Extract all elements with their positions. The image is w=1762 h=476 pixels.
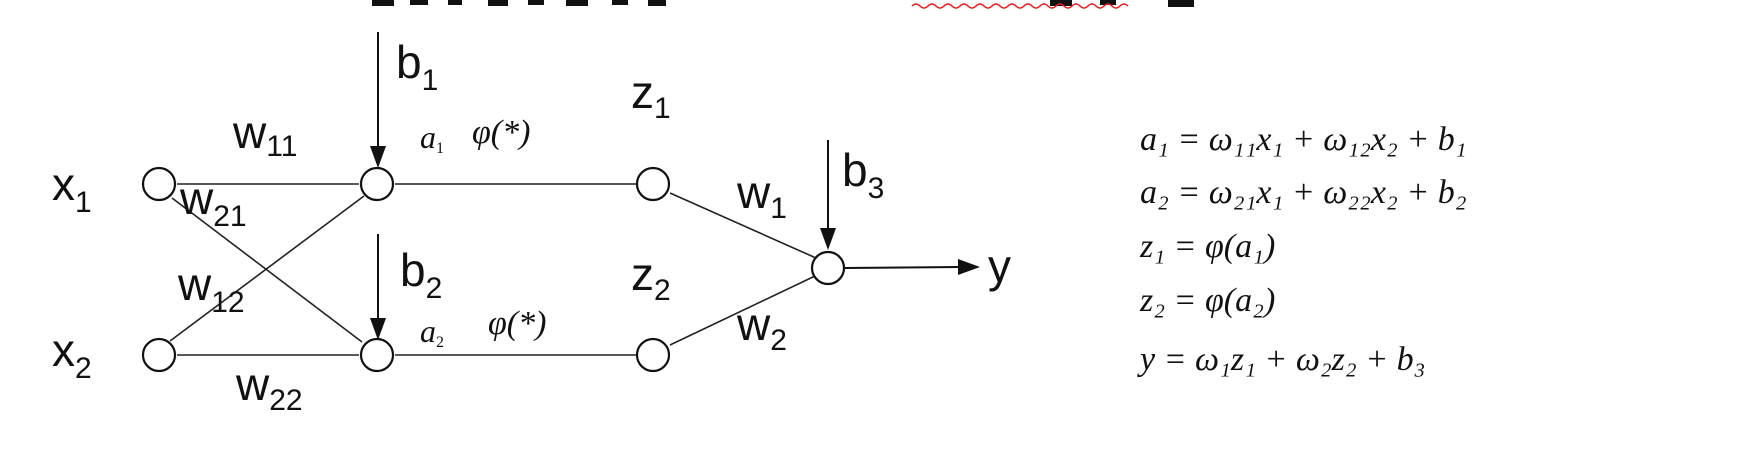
label-b1: b1 bbox=[396, 36, 438, 97]
label-z2: z2 bbox=[631, 248, 671, 307]
label-w11: w11 bbox=[232, 106, 297, 163]
cropped-title-fragment bbox=[372, 0, 1194, 9]
edge-x1-h2 bbox=[171, 197, 363, 343]
bias-arrow-b2 bbox=[370, 234, 386, 340]
bias-arrow-b1 bbox=[370, 32, 386, 168]
hidden-node-1 bbox=[359, 166, 395, 202]
edge-z1-out bbox=[669, 192, 817, 259]
label-phi-1: φ(*) bbox=[472, 114, 530, 151]
bias-arrow-b3 bbox=[820, 140, 836, 250]
label-w22: w22 bbox=[235, 358, 303, 417]
input-node-x2 bbox=[141, 337, 177, 373]
z-node-1 bbox=[635, 166, 671, 202]
equation-list: a₁ = ω₁₁x₁ + ω₁₂x₂ + b₁ a₂ = ω₂₁x₁ + ω₂₂… bbox=[1137, 121, 1467, 378]
label-w2: w2 bbox=[736, 298, 787, 357]
label-w21: w21 bbox=[179, 172, 247, 233]
equation-z1: z₁ = φ(a₁) bbox=[1139, 228, 1275, 265]
label-w1: w1 bbox=[736, 166, 787, 225]
equation-a1: a₁ = ω₁₁x₁ + ω₁₂x₂ + b₁ bbox=[1140, 121, 1467, 158]
equation-z2: z₂ = φ(a₂) bbox=[1139, 282, 1275, 319]
output-arrowhead bbox=[958, 259, 980, 275]
label-b3: b3 bbox=[842, 144, 884, 205]
z-node-2 bbox=[635, 337, 671, 373]
label-y: y bbox=[988, 240, 1011, 292]
equation-y: y = ω₁z₁ + ω₂z₂ + b₃ bbox=[1137, 341, 1426, 378]
label-b2: b2 bbox=[400, 244, 442, 305]
equation-a2: a₂ = ω₂₁x₁ + ω₂₂x₂ + b₂ bbox=[1140, 174, 1467, 211]
label-x2: x2 bbox=[52, 324, 92, 385]
spellcheck-underline bbox=[911, 3, 1129, 9]
hidden-node-2 bbox=[359, 337, 395, 373]
label-x1: x1 bbox=[52, 158, 92, 219]
edge-z2-out bbox=[669, 275, 816, 346]
label-a1: a1 bbox=[420, 119, 444, 157]
input-node-x1 bbox=[141, 166, 177, 202]
label-w12: w12 bbox=[177, 258, 245, 319]
label-z1: z1 bbox=[631, 66, 671, 125]
label-a2: a2 bbox=[420, 313, 444, 351]
label-phi-2: φ(*) bbox=[488, 305, 546, 342]
edge-x2-h1 bbox=[169, 195, 365, 342]
output-node bbox=[810, 250, 846, 286]
output-arrow-line bbox=[843, 266, 961, 269]
